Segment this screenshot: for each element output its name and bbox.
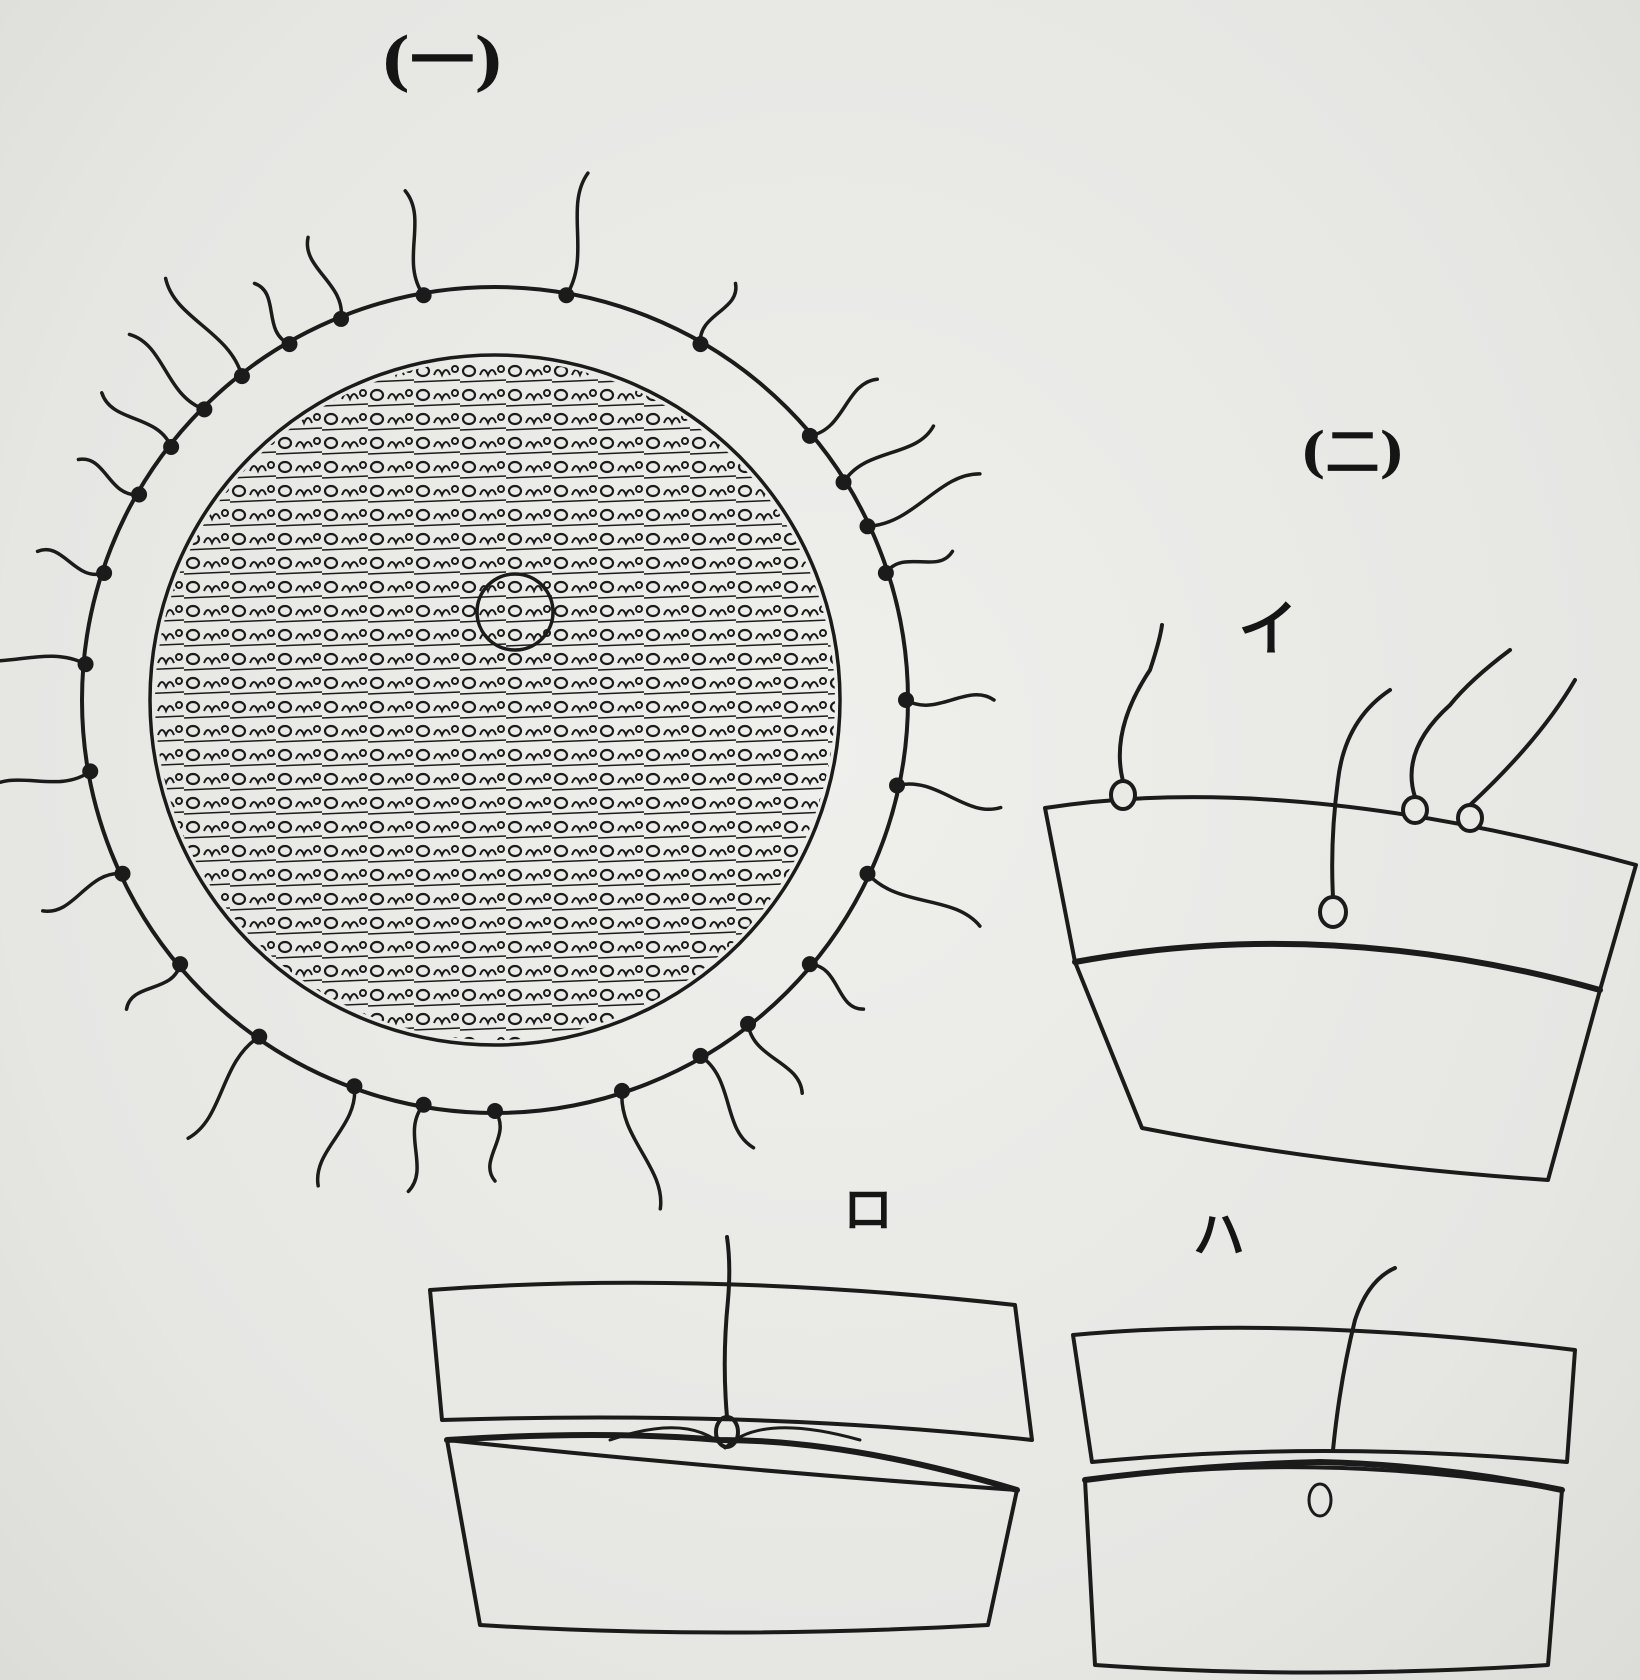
sperm-tail: [490, 1111, 500, 1181]
sperm-head: [196, 401, 212, 417]
sperm-head: [693, 336, 709, 352]
sperm-head: [234, 368, 250, 384]
sperm-tail: [622, 1091, 661, 1209]
sperm-head: [96, 565, 112, 581]
sperm-head: [802, 956, 818, 972]
sperm-head: [836, 474, 852, 490]
sperm-tail: [0, 653, 86, 664]
sperm-tail: [405, 191, 423, 295]
section-i-ooplasm: [1075, 944, 1600, 1180]
sperm-tail: [38, 550, 105, 575]
sperm-tail: [102, 393, 171, 447]
section-i-sperm: [1111, 625, 1575, 927]
section-ro: [430, 1237, 1032, 1633]
sperm-head: [889, 777, 905, 793]
sperm-head: [416, 1097, 432, 1113]
sperm-head: [346, 1078, 362, 1094]
sperm-head: [740, 1016, 756, 1032]
sperm-tail: [318, 1086, 355, 1186]
sperm-head: [172, 956, 188, 972]
section-ha-zona: [1073, 1328, 1575, 1462]
sperm-tail: [188, 1037, 259, 1139]
sperm-tail: [307, 237, 341, 319]
section-ha-sperm-head: [1309, 1484, 1331, 1516]
sperm-head: [282, 336, 298, 352]
sperm-tail: [867, 874, 979, 926]
sperm-tail: [810, 964, 864, 1009]
panel-label-ro: ロ: [843, 1185, 893, 1235]
panel-label-i: イ: [1238, 600, 1298, 660]
sperm-tail: [844, 426, 934, 482]
figure-label-two: (二): [1300, 425, 1405, 479]
sperm-tail: [566, 173, 588, 295]
sperm-head: [416, 287, 432, 303]
sperm-head: [115, 866, 131, 882]
section-ha-ooplasm: [1085, 1467, 1562, 1672]
sperm-head: [614, 1083, 630, 1099]
sperm-tail: [255, 283, 290, 344]
figure-label-one: (一): [380, 30, 505, 94]
sperm-tail: [810, 379, 877, 436]
sperm-head: [558, 287, 574, 303]
sperm-tail: [700, 283, 736, 344]
section-i: [1045, 625, 1636, 1180]
sperm-head: [487, 1103, 503, 1119]
sperm-tail: [166, 278, 242, 376]
sperm-head: [878, 565, 894, 581]
sperm-head: [163, 439, 179, 455]
sperm-tail: [886, 551, 953, 573]
sperm-tail: [43, 874, 123, 912]
sperm-tail: [408, 1105, 423, 1192]
section-i-zona: [1045, 797, 1636, 990]
panel-label-ha: ハ: [1193, 1210, 1245, 1262]
sperm-head: [251, 1029, 267, 1045]
sperm-head: [802, 428, 818, 444]
sperm-tail: [701, 1056, 754, 1148]
sperm-tail: [867, 474, 979, 526]
sperm-tail: [897, 784, 1001, 809]
sperm-tail: [906, 695, 994, 705]
sperm-head: [898, 692, 914, 708]
sperm-tail: [748, 1024, 802, 1093]
sperm-tail: [129, 334, 204, 409]
sperm-head: [859, 518, 875, 534]
sperm-tail: [127, 964, 181, 1009]
sperm-tail: [78, 459, 139, 495]
sperm-head: [82, 763, 98, 779]
sperm-head: [333, 311, 349, 327]
sperm-head: [78, 656, 94, 672]
section-ha: [1073, 1268, 1575, 1673]
sperm-head: [693, 1048, 709, 1064]
sperm-tail: [0, 771, 90, 789]
sperm-head: [859, 866, 875, 882]
sperm-head: [131, 487, 147, 503]
